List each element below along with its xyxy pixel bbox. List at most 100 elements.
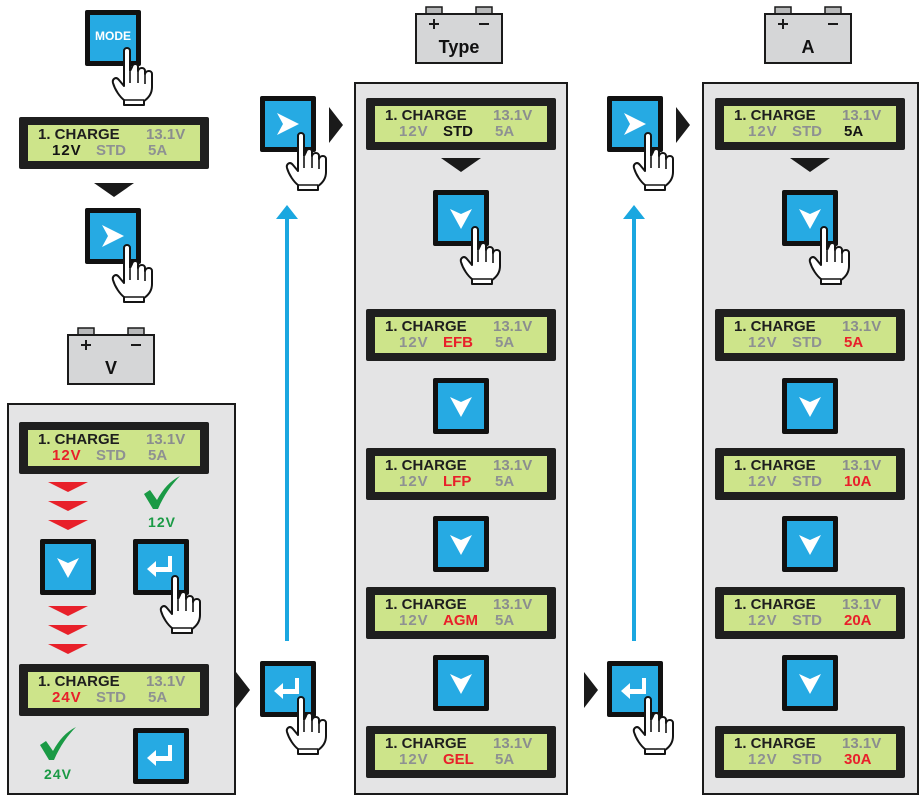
flow-up-arrow-icon bbox=[276, 205, 298, 641]
lcd-volt-setting: 12V bbox=[748, 751, 778, 768]
lcd-voltage: 13.1V bbox=[842, 107, 882, 124]
lcd-volt-setting: 12V bbox=[399, 612, 429, 629]
black-right-triangle-icon bbox=[584, 672, 598, 708]
check-label-24v: 24V bbox=[44, 766, 72, 782]
down-arrow-button[interactable] bbox=[782, 516, 838, 572]
lcd-type-setting: STD bbox=[792, 473, 822, 490]
lcd-type-setting: STD bbox=[96, 142, 126, 159]
mode-button[interactable]: MODE bbox=[85, 10, 141, 66]
lcd-volt-setting: 12V bbox=[748, 334, 778, 351]
lcd-mode: 1. CHARGE bbox=[385, 107, 467, 124]
lcd-amp-setting: 5A bbox=[148, 689, 168, 706]
lcd-volt-setting: 12V bbox=[748, 473, 778, 490]
black-right-triangle-icon bbox=[676, 107, 690, 143]
enter-button[interactable] bbox=[133, 728, 189, 784]
lcd-type-setting: EFB bbox=[443, 334, 473, 351]
lcd-amp-setting: 10A bbox=[844, 473, 872, 490]
lcd-volt-setting: 12V bbox=[399, 473, 429, 490]
lcd-voltage: 13.1V bbox=[842, 596, 882, 613]
down-arrow-button[interactable] bbox=[782, 655, 838, 711]
lcd-type-setting: STD bbox=[792, 612, 822, 629]
black-right-triangle-icon bbox=[329, 107, 343, 143]
lcd-display-agm: 1. CHARGE 13.1V 12V AGM 5A bbox=[366, 587, 556, 639]
pointing-hand-icon bbox=[158, 573, 206, 635]
pointing-hand-icon bbox=[631, 130, 679, 192]
check-mark-icon bbox=[40, 727, 76, 760]
lcd-volt-setting: 12V bbox=[52, 447, 82, 464]
lcd-voltage: 13.1V bbox=[146, 126, 186, 143]
battery-icon-type: Type bbox=[414, 5, 504, 65]
lcd-type-setting: STD bbox=[443, 123, 473, 140]
lcd-mode: 1. CHARGE bbox=[734, 735, 816, 752]
lcd-mode: 1. CHARGE bbox=[385, 318, 467, 335]
lcd-amp-setting: 5A bbox=[495, 751, 515, 768]
pointing-hand-icon bbox=[807, 224, 855, 286]
battery-label-type: Type bbox=[438, 37, 480, 57]
lcd-voltage: 13.1V bbox=[146, 431, 186, 448]
lcd-mode: 1. CHARGE bbox=[38, 126, 120, 143]
flow-up-arrow-icon bbox=[623, 205, 645, 641]
lcd-voltage: 13.1V bbox=[146, 673, 186, 690]
pointing-hand-icon bbox=[110, 45, 158, 107]
pointing-hand-icon bbox=[631, 694, 679, 756]
lcd-display-std: 1. CHARGE 13.1V 12V STD 5A bbox=[366, 98, 556, 150]
pointing-hand-icon bbox=[284, 694, 332, 756]
lcd-volt-setting: 12V bbox=[399, 334, 429, 351]
lcd-amp-setting: 5A bbox=[495, 473, 515, 490]
down-arrow-button[interactable] bbox=[433, 378, 489, 434]
lcd-amp-setting: 5A bbox=[495, 123, 515, 140]
enter-button[interactable] bbox=[260, 661, 316, 717]
mode-button-label: MODE bbox=[95, 29, 131, 43]
down-arrow-button[interactable] bbox=[433, 516, 489, 572]
down-arrow-button[interactable] bbox=[433, 190, 489, 246]
lcd-mode: 1. CHARGE bbox=[734, 107, 816, 124]
lcd-type-setting: STD bbox=[792, 123, 822, 140]
lcd-voltage: 13.1V bbox=[842, 457, 882, 474]
lcd-mode: 1. CHARGE bbox=[734, 318, 816, 335]
lcd-voltage: 13.1V bbox=[493, 457, 533, 474]
lcd-amp-setting: 5A bbox=[148, 142, 168, 159]
pointing-hand-icon bbox=[458, 224, 506, 286]
battery-icon-amp: A bbox=[763, 5, 853, 65]
lcd-amp-setting: 20A bbox=[844, 612, 872, 629]
lcd-volt-setting: 12V bbox=[748, 123, 778, 140]
lcd-mode: 1. CHARGE bbox=[385, 457, 467, 474]
down-triangle-icon bbox=[790, 158, 830, 172]
lcd-type-setting: AGM bbox=[443, 612, 478, 629]
lcd-amp-setting: 5A bbox=[495, 612, 515, 629]
battery-label-amp: A bbox=[801, 37, 815, 57]
lcd-volt-setting: 12V bbox=[748, 612, 778, 629]
lcd-voltage: 13.1V bbox=[493, 735, 533, 752]
black-right-triangle-icon bbox=[236, 672, 250, 708]
lcd-amp-setting: 30A bbox=[844, 751, 872, 768]
lcd-amp-setting: 5A bbox=[148, 447, 168, 464]
lcd-voltage: 13.1V bbox=[842, 318, 882, 335]
battery-icon-volt: V bbox=[66, 326, 156, 386]
down-arrow-button[interactable] bbox=[782, 378, 838, 434]
lcd-mode: 1. CHARGE bbox=[385, 596, 467, 613]
lcd-volt-setting: 12V bbox=[399, 751, 429, 768]
red-down-chevrons-icon bbox=[48, 482, 88, 530]
down-triangle-icon bbox=[94, 183, 134, 197]
down-arrow-button[interactable] bbox=[433, 655, 489, 711]
lcd-volt-setting: 12V bbox=[399, 123, 429, 140]
lcd-mode: 1. CHARGE bbox=[38, 431, 120, 448]
lcd-voltage: 13.1V bbox=[493, 318, 533, 335]
check-label-12v: 12V bbox=[148, 514, 176, 530]
check-mark-icon bbox=[144, 476, 180, 509]
lcd-voltage: 13.1V bbox=[493, 107, 533, 124]
down-arrow-button[interactable] bbox=[40, 539, 96, 595]
down-triangle-icon bbox=[441, 158, 481, 172]
lcd-type-setting: GEL bbox=[443, 751, 474, 768]
battery-label-volt: V bbox=[104, 358, 117, 378]
lcd-mode: 1. CHARGE bbox=[734, 596, 816, 613]
lcd-voltage: 13.1V bbox=[493, 596, 533, 613]
pointing-hand-icon bbox=[110, 242, 158, 304]
